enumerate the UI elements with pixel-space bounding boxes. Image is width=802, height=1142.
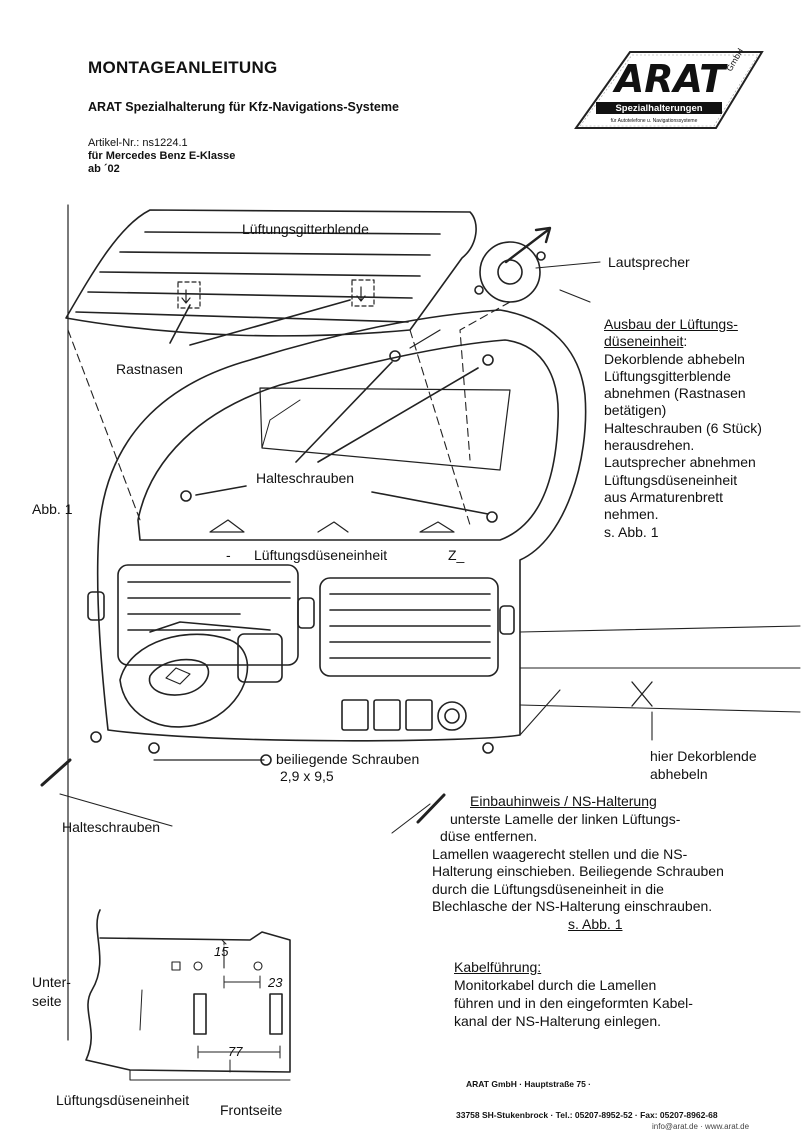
einbau-line: unterste Lamelle der linken Lüftungs- [450,810,681,827]
label-dash: - [226,547,231,563]
label-z-mark: Z_ [448,547,465,563]
label-lueftungsdueseneinheit: Lüftungsdüseneinheit [254,547,388,563]
speaker-arrow [504,228,550,264]
mount-foot [148,742,160,754]
model-year: ab ´02 [88,163,120,175]
kabel-heading: Kabelführung: [454,959,542,975]
mount-foot [482,742,494,754]
screw-hole [389,350,401,362]
detail-slot [269,993,283,1035]
label-lueftungsgitterblende: Lüftungsgitterblende [242,221,369,237]
einbau-line: Blechlasche der NS-Halterung einschraube… [432,898,713,914]
label-frontseite: Frontseite [220,1102,283,1118]
page-subtitle: ARAT Spezialhalterung für Kfz-Navigation… [88,100,399,114]
detail-outline [85,909,291,1073]
kabel-line: Monitorkabel durch die Lamellen [454,977,657,993]
ausbau-line: Lüftungsdüseneinheit [604,471,738,488]
mount-foot [90,731,102,743]
dim-77: 77 [228,1044,243,1059]
footer-contact: 33758 SH-Stukenbrock · Tel.: 05207-8952-… [456,1110,718,1120]
label-seite: seite [32,993,62,1009]
grille-slat [75,311,409,323]
latch-clip [177,281,201,309]
label-beiliegende-schrauben: beiliegende Schrauben [276,751,420,767]
speaker [479,241,541,303]
ausbau-heading-colon: : [683,333,688,350]
label-abhebeln: abhebeln [650,766,708,782]
einbau-line: Halterung einschieben. Beiliegende Schra… [432,863,724,879]
console-inner-frame [137,339,559,541]
einbau-line: Lamellen waagerecht stellen und die NS- [432,845,688,862]
ns-holder-block [237,633,283,683]
label-lautsprecher: Lautsprecher [608,254,690,270]
vent-knob [297,597,315,629]
einbau-heading: Einbauhinweis / NS-Halterung [470,793,657,809]
ausbau-line: Lüftungsgitterblende [604,367,731,384]
arat-logo-graphic: ARAT GmbH Spezialhalterungen für Autotel… [574,47,764,129]
ns-holder [119,633,249,728]
label-rastnasen: Rastnasen [116,361,183,377]
grille-slat [119,251,431,256]
footer-address: ARAT GmbH · Hauptstraße 75 · [466,1079,591,1089]
vent-knob [499,605,515,635]
console-button [405,699,433,731]
ausbau-line: herausdrehen. [604,437,695,454]
ausbau-heading-1: Ausbau der Lüftungs- [604,316,738,332]
ausbau-line: s. Abb. 1 [604,523,659,540]
label-halteschrauben-top: Halteschrauben [256,470,355,486]
label-screw-size: 2,9 x 9,5 [280,768,334,784]
einbau-ref: s. Abb. 1 [568,915,623,932]
kabel-line: führen und in den eingeformten Kabel- [454,995,693,1011]
console-button [341,699,369,731]
label-detail-lueftungsdueseneinheit: Lüftungsdüseneinheit [56,1092,190,1108]
label-abb1: Abb. 1 [32,501,73,517]
right-vent [319,577,499,677]
detail-slot [193,993,207,1035]
ausbau-line: Lautsprecher abnehmen [604,454,756,471]
ausbau-instructions: Ausbau der Lüftungs- düseneinheit: Dekor… [604,316,799,541]
page-title: MONTAGEANLEITUNG [88,58,278,77]
screw-hole [486,511,498,523]
grille-slat [99,271,421,277]
label-unter: Unter- [32,974,71,990]
cross-mark [631,681,653,707]
screw-hole [180,490,192,502]
einbau-line: düse entfernen. [440,828,538,844]
vent-knob [87,591,105,621]
logo-line2-text: für Autotelefone u. Navigationssysteme [611,118,698,124]
loose-screw [40,758,72,787]
logo-line1-text: Spezialhalterungen [615,103,702,114]
console-button [373,699,401,731]
ausbau-heading-2: düseneinheit [604,333,684,350]
article-number: Artikel-Nr.: ns1224.1 [88,137,188,149]
latch-clip [351,279,375,307]
ausbau-line: Halteschrauben (6 Stück) [604,419,762,436]
console-knob [437,701,467,731]
dim-23: 23 [268,975,283,990]
ausbau-line: aus Armaturenbrett [604,488,724,505]
dim-15: 15 [214,944,229,959]
kabel-instructions: Kabelführung: Monitorkabel durch die Lam… [454,958,693,1030]
ausbau-line: betätigen) [604,402,667,419]
grille-cover-shape [65,209,477,337]
loose-screw [416,793,446,824]
label-halteschrauben-bottom: Halteschrauben [62,819,161,835]
left-vent [117,564,299,666]
grille-slat [144,231,441,235]
screw-hole [482,354,494,366]
vehicle-model: für Mercedes Benz E-Klasse [88,150,236,162]
kabel-line: kanal der NS-Halterung einlegen. [454,1013,662,1029]
console-frame [96,309,587,742]
einbau-instructions: Einbauhinweis / NS-Halterung unterste La… [430,793,724,933]
arat-logo: ARAT GmbH Spezialhalterungen für Autotel… [566,46,766,138]
ausbau-line: abnehmen (Rastnasen [604,385,746,402]
logo-brand-text: ARAT [612,57,728,101]
ausbau-line: nehmen. [604,506,659,523]
ausbau-line: Dekorblende abhebeln [604,350,745,367]
einbau-line: durch die Lüftungsdüseneinheit in die [432,880,664,897]
footer-web: info@arat.de · www.arat.de [652,1122,750,1131]
label-hier-dekorblende: hier Dekorblende [650,748,757,764]
